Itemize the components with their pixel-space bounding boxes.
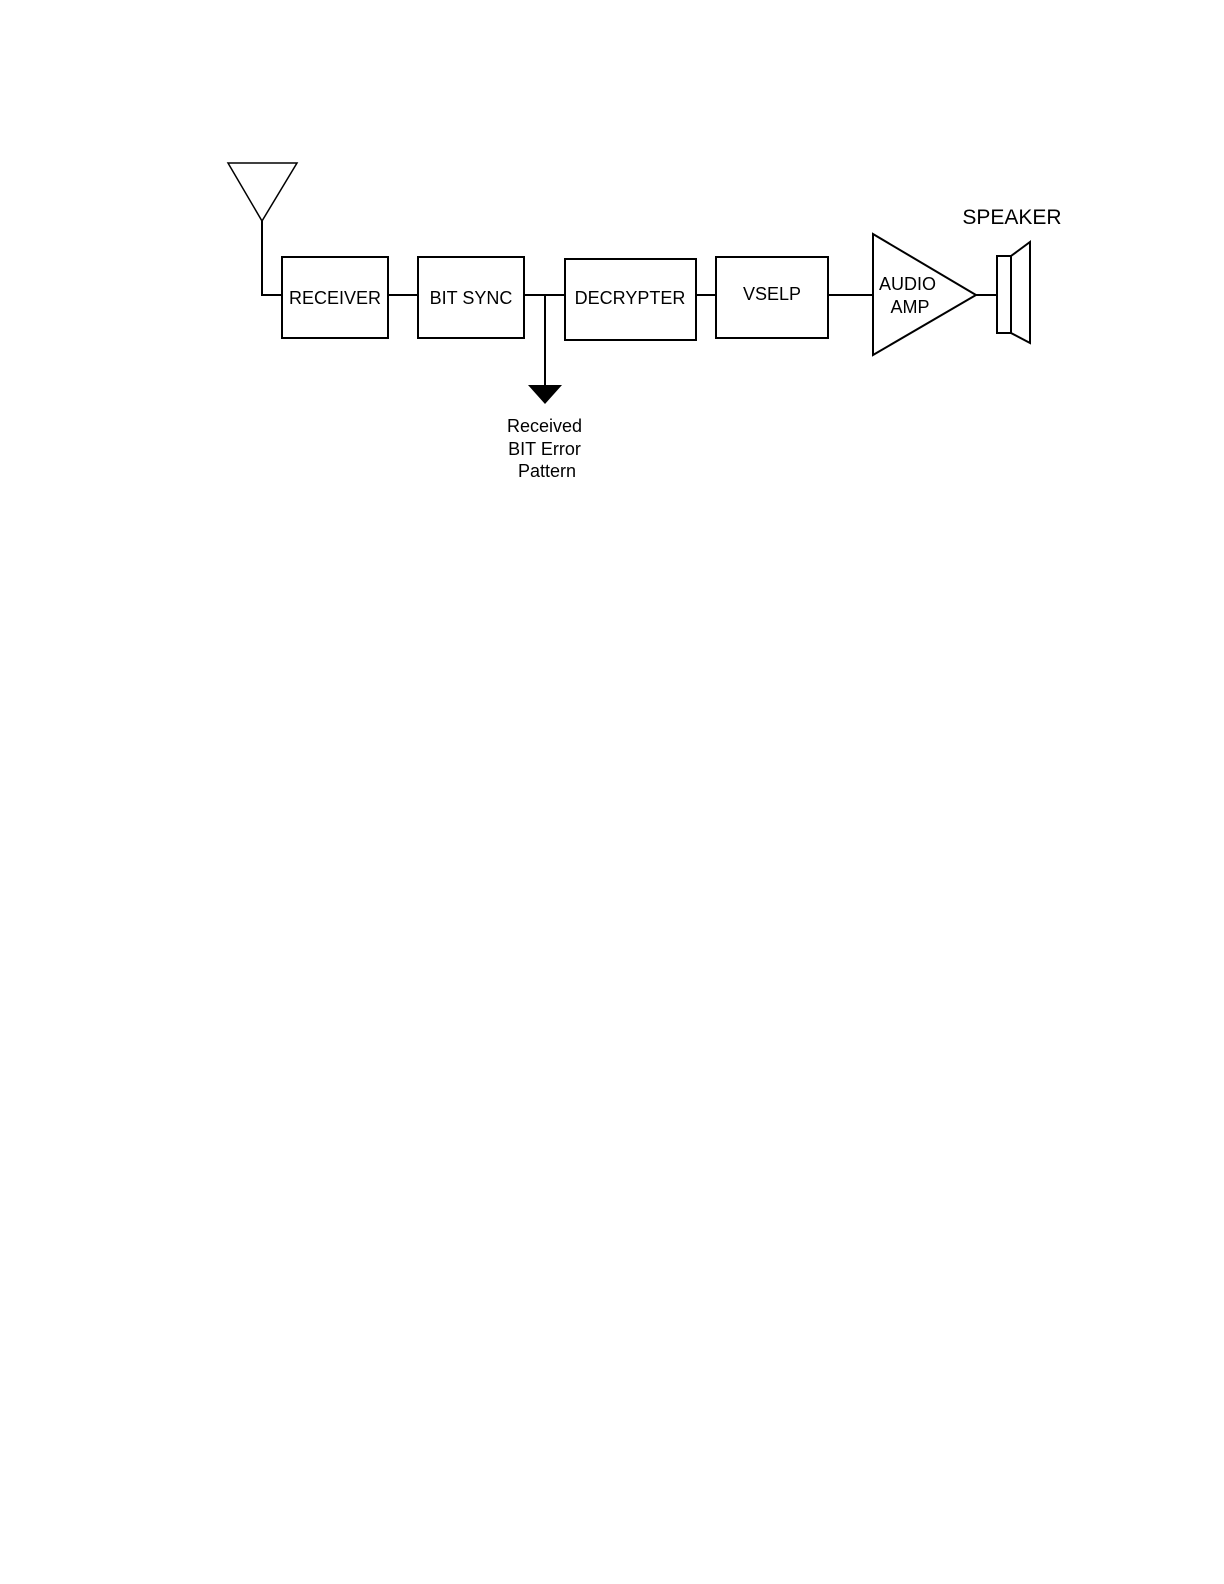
bit-error-pattern-label: Received BIT Error Pattern: [507, 416, 587, 481]
decrypter-label: DECRYPTER: [575, 288, 686, 308]
bit-error-label-line-3: Pattern: [518, 461, 576, 481]
speaker-icon: [997, 242, 1030, 343]
bit-error-label-line-1: Received: [507, 416, 582, 436]
speaker-label: SPEAKER: [962, 206, 1061, 229]
decrypter-block: DECRYPTER: [565, 259, 696, 340]
antenna-feed-wire: [262, 221, 282, 295]
audio-amp-label-line-2: AMP: [890, 297, 929, 317]
bit-sync-label: BIT SYNC: [430, 288, 513, 308]
receiver-label: RECEIVER: [289, 288, 381, 308]
audio-amp-label-line-1: AUDIO: [879, 274, 936, 294]
bit-sync-block: BIT SYNC: [418, 257, 524, 338]
audio-amp-block: AUDIO AMP: [873, 234, 976, 355]
vselp-label: VSELP: [743, 284, 801, 304]
bit-error-label-line-2: BIT Error: [508, 439, 581, 459]
vselp-block: VSELP: [716, 257, 828, 338]
arrow-down-icon: [528, 385, 562, 404]
receiver-block: RECEIVER: [282, 257, 388, 338]
